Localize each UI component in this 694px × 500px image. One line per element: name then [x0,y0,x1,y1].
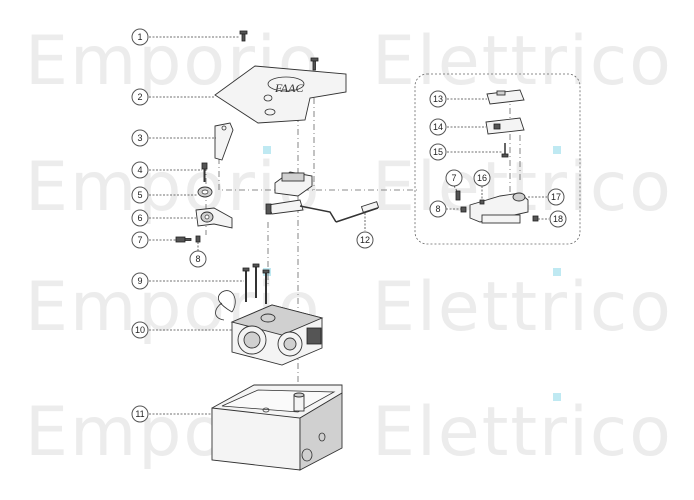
watermark-accent-square [553,146,561,154]
watermark: Emporio Elettrico Emporio Elettrico Empo… [25,22,673,472]
callout-18: 18 [549,210,567,228]
callout-14: 14 [429,118,447,136]
callout-3: 3 [131,129,149,147]
callout-5: 5 [131,186,149,204]
callout-8: 8 [189,250,207,268]
part-17-lever-bracket [469,192,529,224]
callout-label: 5 [137,190,142,200]
callout-label: 16 [477,173,487,183]
part-11-foundation-box [211,384,343,471]
part-14-bracket [485,117,525,135]
watermark-text-row-1-right: Elettrico [372,22,673,101]
part-6-release-lever [195,207,233,229]
watermark-accent-square [263,146,271,154]
part-13-bracket [486,89,525,105]
callout-label: 11 [135,409,144,419]
watermark-accent-square [553,268,561,276]
callout-label: 8 [195,254,200,264]
motor-pinion-head [265,171,313,215]
callout-2: 2 [131,88,149,106]
callout-15: 15 [429,143,447,161]
callout-label: 17 [551,192,561,202]
part-5-washer [197,186,213,198]
part-3-lever-arm [214,122,234,161]
callout-label: 4 [137,165,142,175]
callout-label: 10 [135,325,145,335]
part-15-screw [501,143,509,158]
watermark-text-row-3-right: Elettrico [372,268,673,347]
callout-13: 13 [429,90,447,108]
callout-label: 3 [137,133,142,143]
part-7-screw-left [175,236,192,243]
callout-label: 2 [137,92,142,102]
part-10-gear-motor [215,290,324,366]
part-1-screw [239,30,248,42]
watermark-accent-square [553,393,561,401]
callout-label: 15 [433,147,443,157]
part-8-nut-left [195,235,201,243]
callout-label: 7 [137,235,142,245]
callout-8-detail: 8 [429,200,447,218]
detail-panel [414,73,581,245]
callout-10: 10 [131,321,149,339]
callout-label: 18 [553,214,563,224]
callout-7: 7 [131,231,149,249]
callout-11: 11 [131,405,149,423]
callout-label: 13 [433,94,443,104]
part-4-bolt [201,162,208,182]
part-16-pin [479,199,485,205]
callout-label: 6 [137,213,142,223]
leader-lines [149,36,549,415]
watermark-text-row-2-right: Elettrico [372,148,673,227]
callout-label: 1 [137,32,142,42]
callout-label: 14 [433,122,443,132]
callout-16: 16 [473,169,491,187]
part-7b-screw [455,190,461,201]
callout-label: 7 [451,173,456,183]
callout-6: 6 [131,209,149,227]
part-8b-nut [460,206,467,213]
part-12-release-rod [299,201,380,223]
watermark-text-row-4-right: Elettrico [372,393,673,472]
part-2-cover-plate: FAAC [214,65,347,124]
callout-4: 4 [131,161,149,179]
callout-7-detail: 7 [445,169,463,187]
callout-label: 8 [435,204,440,214]
callout-label: 12 [360,235,370,245]
callout-9: 9 [131,272,149,290]
part-9-bolts [242,263,270,304]
cover-logo: FAAC [274,81,304,95]
callout-12: 12 [356,231,374,249]
part-18-nut [532,215,539,222]
callout-label: 9 [137,276,142,286]
callout-17: 17 [547,188,565,206]
callout-1: 1 [131,28,149,46]
cover-screw [310,57,319,71]
